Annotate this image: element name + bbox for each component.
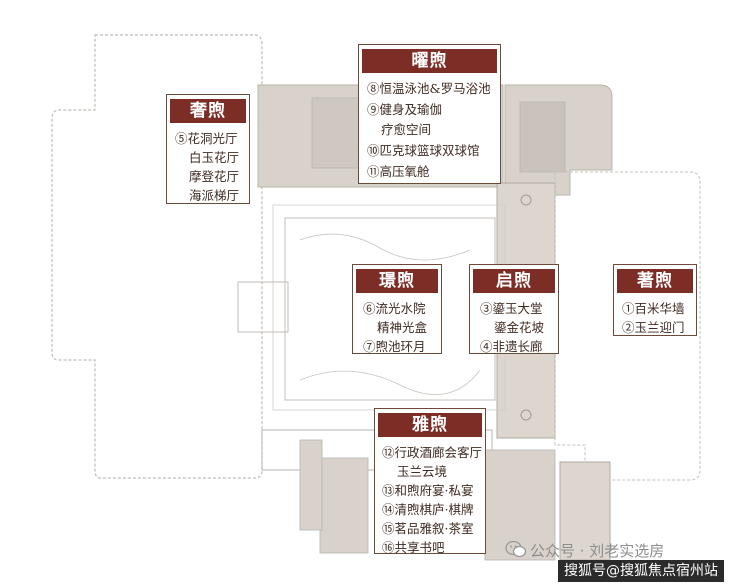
- zone-title: 启煦: [473, 269, 555, 293]
- zone-title: 曜煦: [362, 49, 497, 73]
- wechat-icon: [505, 540, 527, 558]
- plan-garden-path: [299, 233, 481, 395]
- zone-item: ④非遗长廊: [480, 339, 543, 354]
- zone-item: 疗愈空间: [381, 122, 432, 137]
- zone-item: ⑥流光水院: [363, 301, 426, 316]
- plan-corridor-node: [520, 194, 532, 206]
- zone-item: ⑩匹克球篮球双球馆: [367, 143, 480, 158]
- zone-item: ⑤花洞光厅: [175, 131, 238, 146]
- zone-qi: 启煦 ③鎏玉大堂 鎏金花坡 ④非遗长廊: [469, 264, 559, 354]
- zone-item: ②玉兰迎门: [622, 320, 685, 335]
- zone-item: ⑭清煦棋庐·棋牌: [382, 502, 474, 517]
- zone-item: ⑧恒温泳池&罗马浴池: [367, 81, 491, 96]
- zone-item: ①百米华墙: [622, 301, 685, 316]
- zone-item: 精神光盒: [377, 320, 428, 335]
- zone-item: ⑯共享书吧: [382, 540, 445, 555]
- plan-right-wing: [554, 171, 701, 481]
- plan-left-wing: [51, 34, 263, 479]
- plan-bottom-hatch: [319, 457, 369, 554]
- site-badge: 搜狐号@搜狐焦点宿州站: [558, 560, 724, 582]
- zone-jing: 璟煦 ⑥流光水院 精神光盒 ⑦煦池环月: [352, 264, 442, 354]
- zone-title: 著煦: [617, 269, 693, 293]
- zone-item: 海派梯厅: [189, 188, 240, 203]
- zone-item: ⑦煦池环月: [363, 339, 426, 354]
- zone-title: 奢煦: [170, 99, 246, 123]
- zone-item: ⑬和煦府宴·私宴: [382, 483, 474, 498]
- zone-title: 璟煦: [356, 269, 438, 293]
- plan-bottom-right-block: [559, 461, 611, 561]
- zone-she: 奢煦 ⑤花洞光厅 白玉花厅 摩登花厅 海派梯厅: [166, 94, 250, 204]
- zone-item: ③鎏玉大堂: [480, 301, 543, 316]
- zone-item: 摩登花厅: [189, 169, 240, 184]
- plan-bottom-left-stair: [299, 439, 323, 531]
- zone-item: 鎏金花坡: [494, 320, 545, 335]
- plan-corridor-node: [520, 409, 532, 421]
- zone-yao: 曜煦 ⑧恒温泳池&罗马浴池 ⑨健身及瑜伽 疗愈空间 ⑩匹克球篮球双球馆 ⑪高压氧…: [358, 44, 501, 184]
- plan-left-connector: [237, 281, 289, 333]
- zone-item: ⑮茗品雅叙·茶室: [382, 521, 474, 536]
- zone-zhu: 著煦 ①百米华墙 ②玉兰迎门: [613, 264, 697, 336]
- zone-item: ⑪高压氧舱: [367, 164, 430, 179]
- zone-ya: 雅煦 ⑫行政酒廊会客厅 玉兰云境 ⑬和煦府宴·私宴 ⑭清煦棋庐·棋牌 ⑮茗品雅叙…: [374, 408, 486, 555]
- zone-title: 雅煦: [378, 413, 482, 437]
- zone-item: ⑨健身及瑜伽: [367, 102, 443, 117]
- plan-right-top-strip: [519, 101, 566, 173]
- zone-item: 白玉花厅: [189, 150, 240, 165]
- watermark-text: 公众号 · 刘老实选房: [530, 542, 665, 560]
- zone-item: ⑫行政酒廊会客厅: [382, 445, 483, 460]
- zone-item: 玉兰云境: [397, 464, 448, 479]
